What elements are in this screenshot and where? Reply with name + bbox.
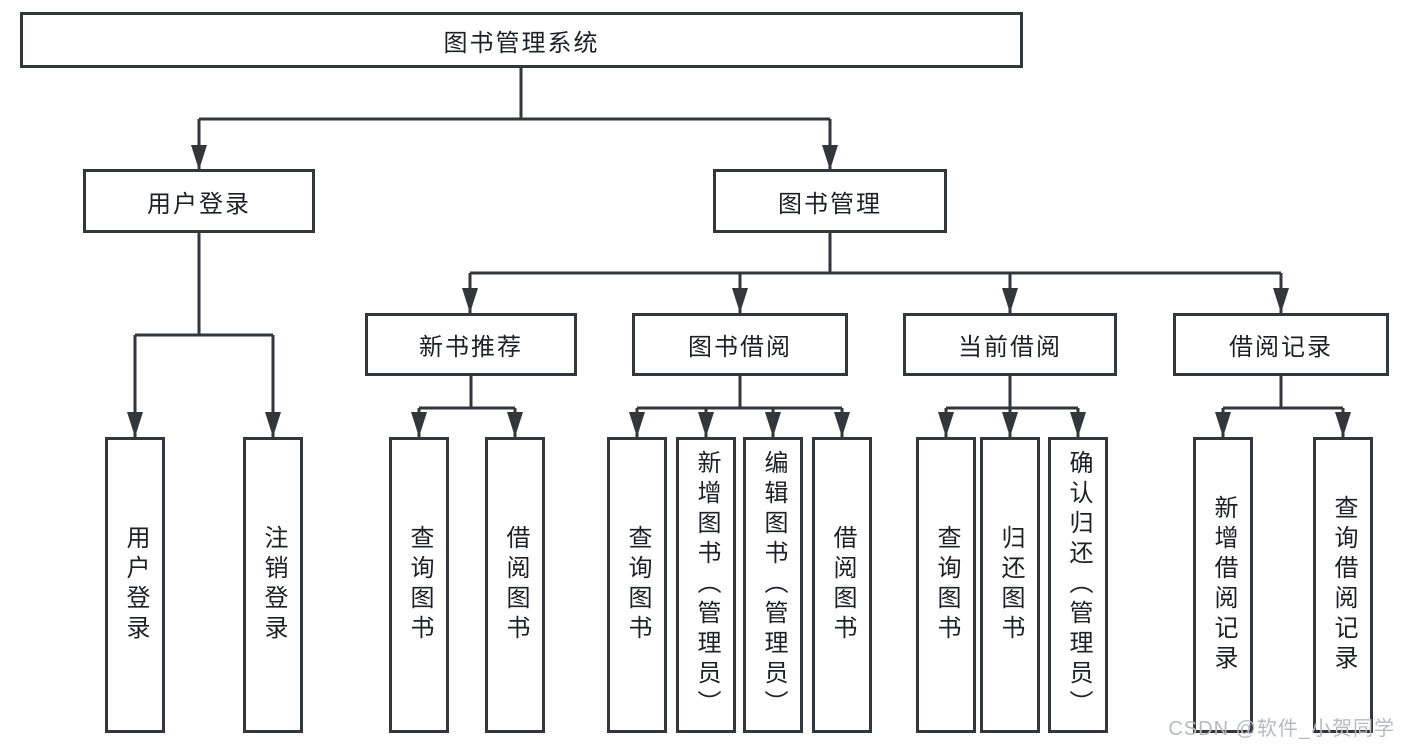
leaf-return-books: 归还图书 — [980, 437, 1040, 733]
leaf-label: 查询借阅记录 — [1330, 495, 1357, 675]
connector-book-borrow-to-children — [635, 376, 844, 437]
node-book-management: 图书管理 — [713, 169, 947, 233]
arrowhead — [732, 288, 748, 313]
leaf-borrow-books: 借阅图书 — [812, 437, 872, 733]
connector-user-login-to-children — [133, 233, 275, 437]
leaf-edit-books-admin: 编辑图书（管理员） — [743, 437, 803, 733]
arrowhead — [191, 145, 207, 170]
node-label: 图书管理系统 — [443, 29, 600, 57]
arrowhead — [938, 412, 954, 437]
leaf-label: 新增借阅记录 — [1210, 495, 1237, 675]
node-label: 新书推荐 — [419, 334, 523, 361]
arrowhead — [1002, 412, 1018, 437]
node-library-management-system: 图书管理系统 — [20, 12, 1023, 68]
node-user-login: 用户登录 — [83, 169, 315, 233]
leaf-add-books-admin: 新增图书（管理员） — [676, 437, 736, 733]
leaf-user-login: 用户登录 — [105, 437, 165, 733]
arrowhead — [1002, 288, 1018, 313]
leaf-add-borrow-record: 新增借阅记录 — [1193, 437, 1253, 733]
leaf-label: 查询图书 — [406, 525, 433, 645]
arrowhead — [1273, 288, 1289, 313]
node-label: 图书借阅 — [688, 334, 792, 361]
leaf-label: 查询图书 — [624, 525, 651, 645]
node-book-borrow: 图书借阅 — [632, 313, 848, 376]
arrowhead — [1335, 412, 1351, 437]
node-label: 用户登录 — [147, 190, 251, 218]
csdn-watermark: CSDN @软件_小贺同学 — [1168, 718, 1395, 740]
leaf-borrow-books-recommend: 借阅图书 — [485, 437, 545, 733]
arrowhead — [265, 412, 281, 437]
leaf-label: 借阅图书 — [829, 525, 856, 645]
leaf-label: 确认归还（管理员） — [1065, 450, 1092, 720]
connector-borrow-records-to-children — [1221, 376, 1345, 437]
arrowhead — [629, 412, 645, 437]
leaf-label: 用户登录 — [122, 525, 149, 645]
leaf-confirm-return-admin: 确认归还（管理员） — [1048, 437, 1108, 733]
node-current-borrow: 当前借阅 — [903, 313, 1117, 376]
leaf-logout: 注销登录 — [243, 437, 303, 733]
node-new-book-recommend: 新书推荐 — [365, 313, 577, 376]
node-label: 当前借阅 — [958, 334, 1062, 361]
arrowhead — [1215, 412, 1231, 437]
leaf-label: 新增图书（管理员） — [693, 450, 720, 720]
arrowhead — [462, 288, 478, 313]
leaf-label: 借阅图书 — [502, 525, 529, 645]
leaf-query-books-current: 查询图书 — [916, 437, 976, 733]
leaf-label: 编辑图书（管理员） — [760, 450, 787, 720]
arrowhead — [822, 145, 838, 170]
connector-root-to-level1 — [197, 68, 832, 170]
leaf-label: 归还图书 — [997, 525, 1024, 645]
node-label: 借阅记录 — [1229, 334, 1333, 361]
node-borrow-records: 借阅记录 — [1173, 313, 1389, 376]
leaf-label: 注销登录 — [260, 525, 287, 645]
connector-book-management-to-level2 — [468, 233, 1283, 313]
leaf-query-books-borrow: 查询图书 — [607, 437, 667, 733]
arrowhead — [507, 412, 523, 437]
arrowhead — [411, 412, 427, 437]
arrowheads — [127, 145, 1351, 437]
leaf-query-books-recommend: 查询图书 — [389, 437, 449, 733]
arrowhead — [698, 412, 714, 437]
leaf-label: 查询图书 — [933, 525, 960, 645]
arrowhead — [1070, 412, 1086, 437]
arrowhead — [834, 412, 850, 437]
connector-new-book-recommend-to-children — [417, 376, 517, 437]
leaf-query-borrow-record: 查询借阅记录 — [1313, 437, 1373, 733]
arrowhead — [127, 412, 143, 437]
node-label: 图书管理 — [778, 190, 882, 218]
arrowhead — [765, 412, 781, 437]
